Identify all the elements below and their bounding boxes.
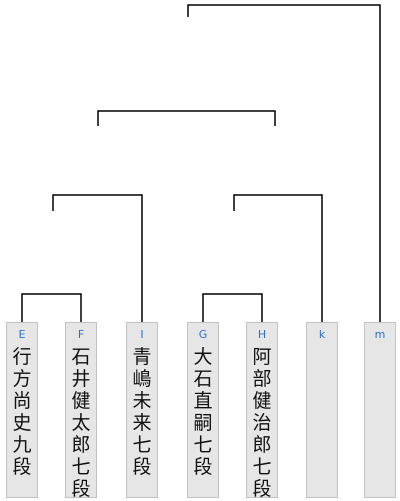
- match-line-e-f: [21, 293, 82, 322]
- match-line-final-m: [187, 4, 381, 322]
- player-slot-k: k: [306, 322, 338, 498]
- player-code: G: [198, 328, 208, 341]
- player-name: 行方尚史九段: [12, 346, 32, 478]
- player-code: m: [374, 328, 386, 341]
- player-code: H: [257, 328, 267, 341]
- match-line-semifinal: [97, 110, 276, 126]
- player-name: 阿部健治郎七段: [252, 346, 272, 500]
- player-name: 青嶋未来七段: [132, 346, 152, 478]
- player-code: F: [77, 328, 85, 341]
- player-slot-e: E 行方尚史九段: [6, 322, 38, 498]
- player-slot-f: F 石井健太郎七段: [65, 322, 97, 500]
- player-name: 大石直嗣七段: [193, 346, 213, 478]
- player-code: I: [140, 328, 144, 341]
- match-line-ef-i: [52, 194, 143, 322]
- match-line-gh-k: [233, 194, 323, 322]
- player-name: 石井健太郎七段: [71, 346, 91, 500]
- player-slot-m: m: [364, 322, 396, 498]
- player-slot-h: H 阿部健治郎七段: [246, 322, 278, 500]
- match-line-g-h: [202, 293, 263, 322]
- player-code: E: [18, 328, 26, 341]
- player-code: k: [318, 328, 326, 341]
- player-slot-i: I 青嶋未来七段: [126, 322, 158, 498]
- player-slot-g: G 大石直嗣七段: [187, 322, 219, 498]
